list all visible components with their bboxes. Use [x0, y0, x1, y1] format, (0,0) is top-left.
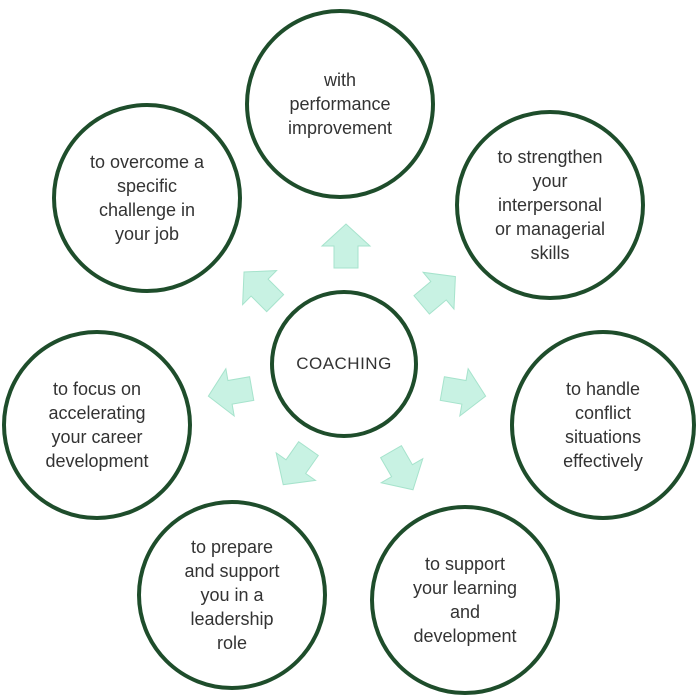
coaching-center-circle: COACHING	[270, 290, 418, 438]
arrow-to-conflict	[439, 367, 487, 418]
outcome-circle-challenge: to overcome a specific challenge in your…	[52, 103, 242, 293]
outcome-text-learning: to support your learning and development	[412, 554, 518, 646]
coaching-center-label: COACHING	[296, 354, 392, 373]
outcome-text-career: to focus on accelerating your career dev…	[45, 379, 149, 471]
outcome-text-leadership: to prepare and support you in a leadersh…	[184, 537, 280, 653]
outcome-circle-performance: with performance improvement	[245, 9, 435, 199]
arrow-to-learning	[379, 444, 424, 491]
outcome-text-performance: with performance improvement	[287, 70, 393, 138]
outcome-text-challenge: to overcome a specific challenge in your…	[89, 152, 205, 244]
outcome-circle-career: to focus on accelerating your career dev…	[2, 330, 192, 520]
arrow-to-career	[207, 367, 255, 418]
arrow-to-performance	[320, 223, 372, 269]
outcome-text-conflict: to handle conflict situations effectivel…	[563, 379, 643, 471]
outcome-circle-interpersonal: to strengthen your interpersonal or mana…	[455, 110, 645, 300]
arrow-to-leadership	[275, 441, 319, 486]
arrow-to-interpersonal	[413, 271, 456, 315]
outcome-text-interpersonal: to strengthen your interpersonal or mana…	[494, 147, 606, 263]
outcome-circle-leadership: to prepare and support you in a leadersh…	[137, 500, 327, 690]
outcome-circle-conflict: to handle conflict situations effectivel…	[510, 330, 696, 520]
arrow-to-challenge	[242, 270, 285, 313]
outcome-circle-learning: to support your learning and development	[370, 505, 560, 695]
